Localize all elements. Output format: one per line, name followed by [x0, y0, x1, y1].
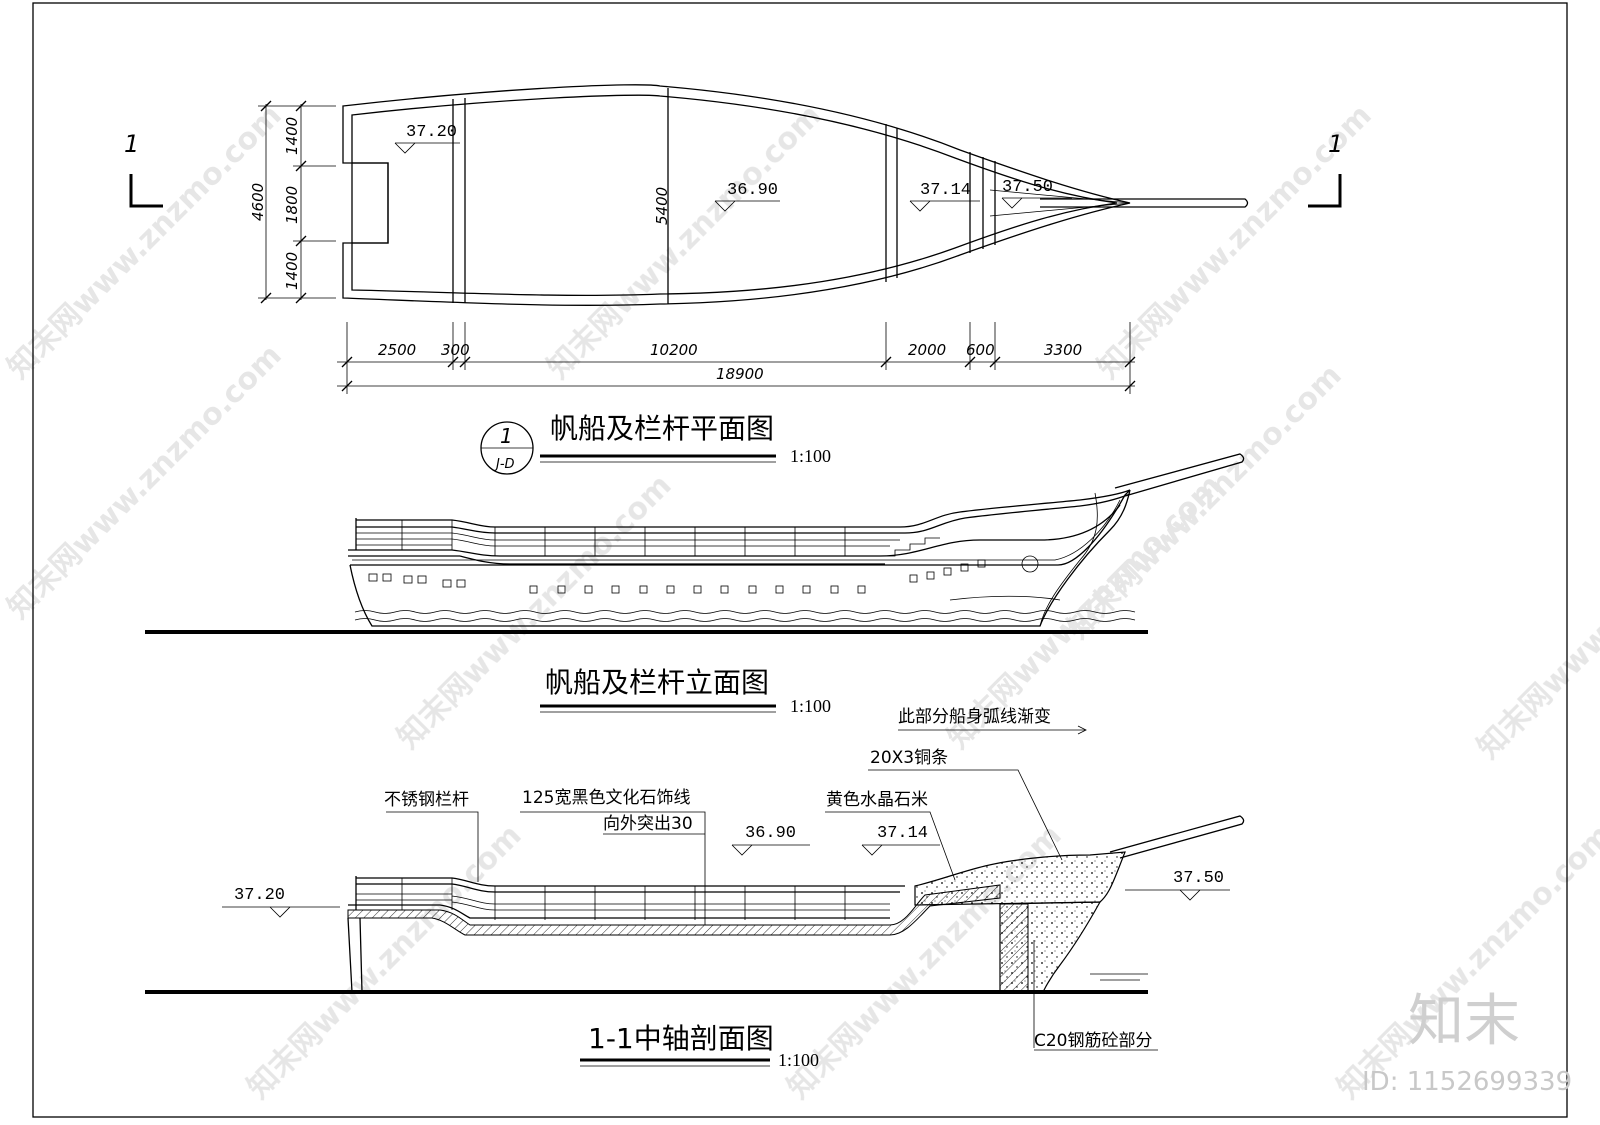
svg-text:3300: 3300	[1044, 341, 1082, 359]
dim-mid: 5400	[653, 187, 671, 225]
brand-logo: 知末	[1408, 989, 1520, 1054]
plan-elev-1: 37.20	[394, 123, 460, 154]
note-hull-curve: 此部分船身弧线渐变	[898, 707, 1051, 727]
note-trim-1: 125宽黑色文化石饰线	[522, 788, 690, 808]
plan-view: 37.20 36.90 37.14 37.50 5400	[124, 84, 1343, 475]
section-view: 不锈钢栏杆 125宽黑色文化石饰线 向外突出30 黄色水晶石米 20X3铜条 此…	[145, 707, 1245, 1070]
plan-scale: 1:100	[790, 446, 831, 466]
stern-notch	[352, 162, 389, 244]
svg-text:10200: 10200	[650, 341, 698, 359]
elevation-view: 帆船及栏杆立面图 1:100	[145, 453, 1245, 716]
section-elev-left: 37.20	[222, 886, 340, 918]
dim-left: 4600 1400 1800 1400	[249, 100, 336, 304]
svg-text:2000: 2000	[908, 341, 946, 359]
plan-title-block: 1 J-D 帆船及栏杆平面图 1:100	[480, 412, 831, 475]
section-elev-mid: 36.90	[731, 824, 810, 856]
portholes	[368, 555, 1039, 594]
svg-text:4600: 4600	[249, 183, 267, 221]
svg-text:300: 300	[441, 341, 470, 359]
svg-text:37.50: 37.50	[1002, 178, 1053, 197]
section-title: 1-1中轴剖面图	[588, 1022, 774, 1055]
section-mark-left: 1	[124, 130, 163, 208]
brand-id: ID: 1152699339	[1362, 1067, 1572, 1097]
svg-text:18900: 18900	[716, 365, 764, 383]
plan-title: 帆船及栏杆平面图	[550, 412, 774, 445]
note-railing: 不锈钢栏杆	[384, 790, 469, 810]
plan-elev-2: 36.90	[714, 181, 780, 212]
svg-text:1400: 1400	[283, 117, 301, 155]
elevation-scale: 1:100	[790, 696, 831, 716]
svg-text:2500: 2500	[378, 341, 416, 359]
svg-text:J-D: J-D	[493, 457, 515, 472]
svg-text:知末网www.znzmo.com: 知末网www.znzmo.com	[1331, 818, 1600, 1106]
svg-text:知末网www.znzmo.com: 知末网www.znzmo.com	[1471, 478, 1600, 766]
bowsprit	[1040, 198, 1249, 208]
svg-text:1: 1	[1328, 130, 1343, 158]
svg-text:37.14: 37.14	[920, 181, 971, 200]
svg-text:知末网www.znzmo.com: 知末网www.znzmo.com	[1, 338, 289, 626]
section-mark-right: 1	[1308, 130, 1343, 208]
svg-text:37.20: 37.20	[234, 886, 285, 905]
plan-elev-3: 37.14	[909, 181, 980, 212]
elevation-title: 帆船及栏杆立面图	[545, 666, 769, 699]
svg-text:36.90: 36.90	[727, 181, 778, 200]
svg-text:37.50: 37.50	[1173, 869, 1224, 888]
svg-text:600: 600	[966, 341, 995, 359]
note-stone: 黄色水晶石米	[826, 790, 928, 810]
svg-text:知末网www.znzmo.com: 知末网www.znzmo.com	[1, 98, 289, 386]
svg-text:1: 1	[124, 130, 139, 158]
section-scale: 1:100	[778, 1050, 819, 1070]
svg-text:知末网www.znzmo.com: 知末网www.znzmo.com	[241, 818, 529, 1106]
svg-text:36.90: 36.90	[745, 824, 796, 843]
note-concrete: C20钢筋砼部分	[1034, 1031, 1153, 1051]
section-elev-right: 37.50	[1125, 869, 1230, 901]
watermark-layer: 知末网www.znzmo.com 知末网www.znzmo.com 知末网www…	[1, 98, 1600, 1106]
svg-text:1800: 1800	[283, 186, 301, 224]
leader-lines	[386, 725, 1087, 1048]
section-elev-stern: 37.14	[861, 824, 940, 856]
sheet-border	[32, 2, 1568, 1118]
note-trim-2: 向外突出30	[603, 814, 693, 834]
note-copper: 20X3铜条	[870, 748, 948, 768]
svg-text:1: 1	[500, 424, 513, 448]
plan-elev-4: 37.50	[1001, 178, 1072, 209]
svg-text:37.14: 37.14	[877, 824, 928, 843]
dim-bottom: 2500 300 10200 2000 600 3300 18900	[337, 322, 1136, 394]
svg-text:37.20: 37.20	[406, 123, 457, 142]
svg-text:1400: 1400	[283, 252, 301, 290]
